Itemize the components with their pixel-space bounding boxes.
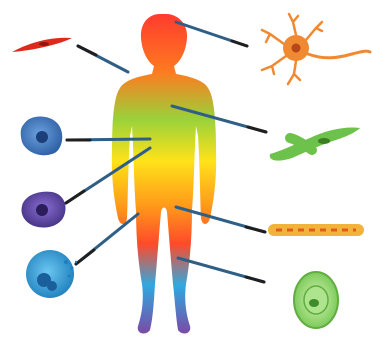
plant-like-green-cell — [294, 272, 338, 328]
human-body-silhouette — [112, 14, 216, 333]
blood-cell-blue — [21, 117, 63, 156]
nerve-cell — [262, 14, 370, 84]
skeletal-muscle-fiber — [268, 224, 364, 236]
bone-cell-green — [270, 127, 360, 160]
smooth-muscle-cell — [12, 38, 72, 52]
cell-purple — [22, 192, 66, 228]
stem-cell-blue — [26, 250, 77, 298]
